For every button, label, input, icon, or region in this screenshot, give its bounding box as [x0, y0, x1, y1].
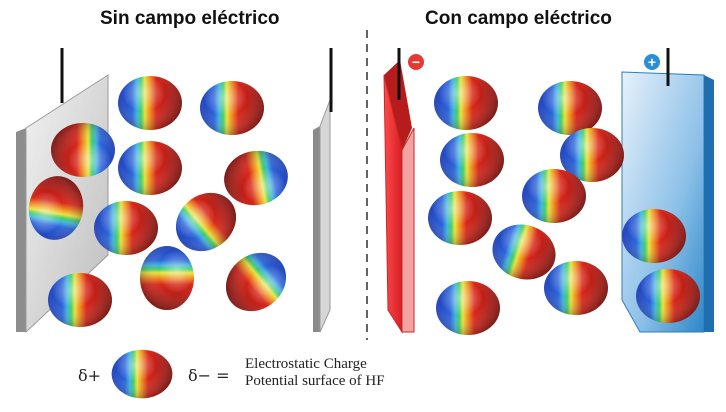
hf-molecule [48, 273, 112, 327]
hf-molecule [118, 141, 182, 195]
hf-molecule [544, 261, 608, 315]
hf-molecule [436, 281, 500, 335]
legend-delta-minus: δ− = [188, 366, 230, 385]
legend-caption-line1: Electrostatic Charge [245, 356, 367, 372]
legend-caption-line2: Potential surface of HF [245, 373, 385, 389]
hf-molecule [200, 81, 264, 135]
hf-molecule [522, 169, 586, 223]
hf-molecule [622, 209, 686, 263]
positive-charge-icon: + [644, 54, 660, 70]
right-plate-neutral [313, 48, 333, 333]
hf-molecule [636, 269, 700, 323]
hf-molecule [51, 123, 115, 177]
positive-charge-symbol: + [648, 54, 656, 70]
positive-plate [621, 48, 714, 333]
title-with-field: Con campo eléctrico [425, 8, 612, 29]
hf-molecule [94, 201, 158, 255]
hf-molecule [434, 76, 498, 130]
hf-molecule [214, 240, 298, 324]
title-without-field: Sin campo eléctrico [100, 8, 280, 29]
hf-molecule [118, 76, 182, 130]
negative-plate [383, 48, 415, 334]
negative-charge-icon: − [408, 54, 424, 70]
hf-molecule [140, 246, 194, 310]
legend-delta-plus: δ+ [78, 366, 102, 385]
hf-molecule [538, 81, 602, 135]
legend-caption: Electrostatic Charge Potential surface o… [245, 356, 385, 390]
hf-molecule [428, 191, 492, 245]
negative-charge-symbol: − [412, 54, 420, 70]
hf-molecule [219, 145, 293, 211]
legend-hf-molecule [111, 349, 173, 399]
hf-molecule [440, 133, 504, 187]
